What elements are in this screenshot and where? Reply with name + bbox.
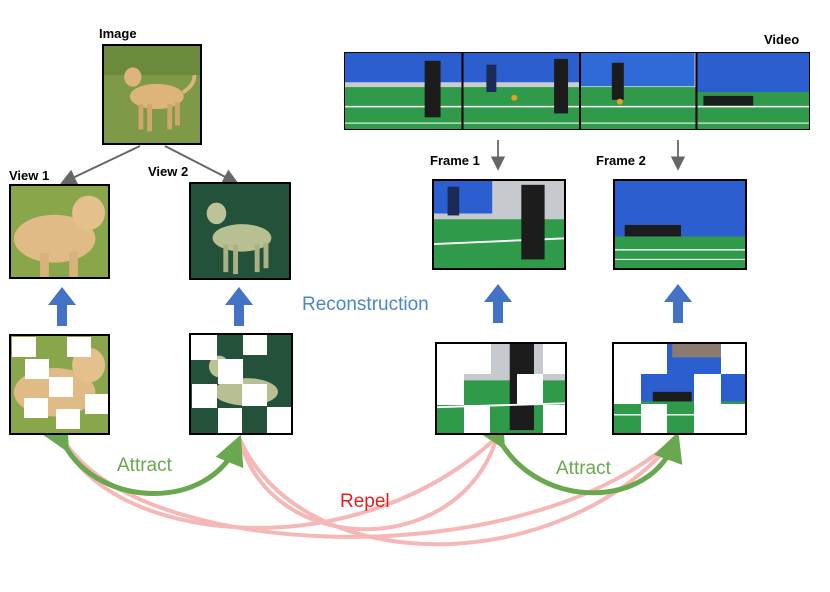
mask-patch — [85, 394, 108, 414]
mask-patch — [12, 337, 36, 357]
repel-label: Repel — [340, 491, 390, 512]
frame1-label: Frame 1 — [430, 153, 480, 168]
image-label: Image — [99, 26, 137, 41]
mask-patch — [191, 335, 217, 360]
image-to-view1-arrow — [60, 145, 141, 185]
mask-patch — [243, 335, 267, 355]
attract-label-left: Attract — [117, 455, 172, 476]
mask-patch — [267, 407, 291, 433]
masked-frame1-image — [435, 342, 567, 435]
mask-patch — [543, 405, 565, 433]
video-label: Video — [764, 32, 800, 47]
view1-label: View 1 — [9, 168, 50, 183]
attract-label-right: Attract — [556, 458, 611, 479]
mask-patch — [437, 374, 464, 405]
mask-patch — [543, 344, 565, 374]
mask-patch — [721, 344, 745, 374]
mask-patch — [56, 409, 80, 429]
mask-patch — [614, 344, 667, 374]
mask-patch — [614, 374, 641, 404]
mask-patch — [49, 377, 73, 397]
mask-patch — [437, 344, 491, 374]
reconstruction-label: Reconstruction — [302, 294, 429, 315]
mask-patch — [192, 384, 217, 408]
mask-patch — [67, 337, 91, 357]
recon-arrow-frame2 — [664, 284, 692, 323]
mask-patch — [464, 405, 490, 433]
image-to-view2-arrow — [164, 145, 239, 184]
frame1-image — [432, 179, 566, 270]
view2-label: View 2 — [148, 164, 189, 179]
recon-arrow-view1 — [48, 287, 76, 326]
video-strip — [344, 52, 810, 130]
attract-curve-left — [41, 419, 244, 496]
frame2-label: Frame 2 — [596, 153, 646, 168]
mask-patch — [641, 404, 667, 433]
source-dog-image — [102, 44, 202, 145]
mask-patch — [694, 404, 745, 433]
masked-view2-image — [189, 333, 293, 435]
recon-arrow-frame1 — [484, 284, 512, 323]
masked-view1-image — [9, 334, 110, 435]
mask-patch — [242, 384, 267, 406]
frame2-image — [613, 179, 747, 270]
mask-patch — [25, 359, 49, 379]
view1-image — [9, 184, 110, 279]
mask-patch — [218, 408, 242, 433]
mask-patch — [218, 359, 243, 384]
attract-curve-right — [476, 416, 683, 496]
view2-image — [189, 182, 291, 280]
mask-patch — [24, 398, 48, 418]
mask-patch — [517, 374, 543, 405]
mask-patch — [694, 374, 721, 404]
recon-arrow-view2 — [225, 287, 253, 326]
masked-frame2-image — [612, 342, 747, 435]
